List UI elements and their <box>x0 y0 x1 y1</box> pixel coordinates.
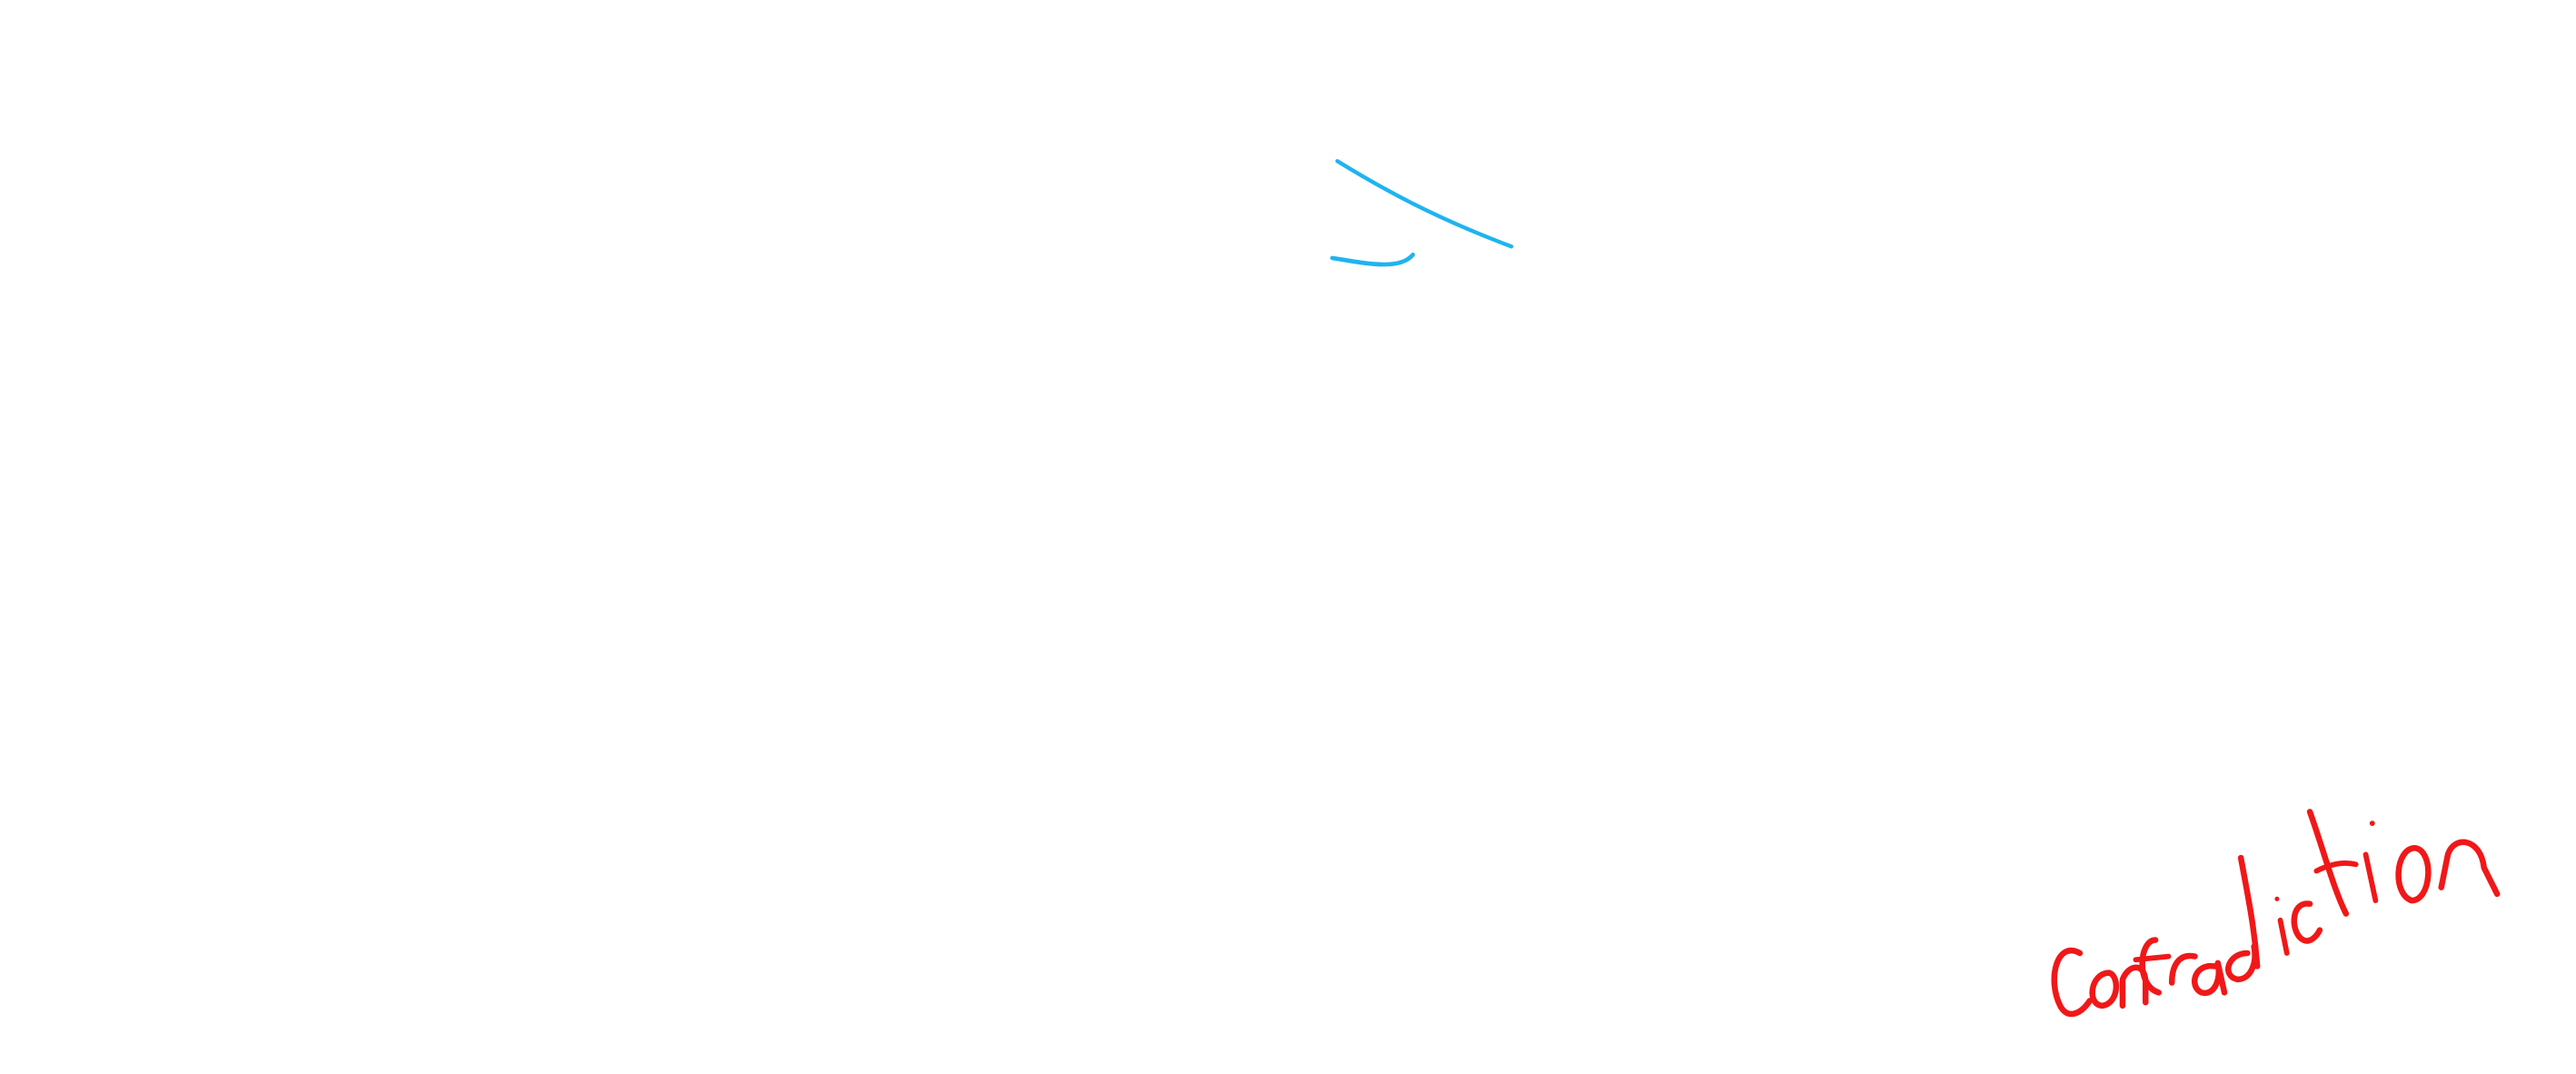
blue-stroke-upper <box>1335 159 1514 249</box>
red-handwriting <box>2051 809 2501 1018</box>
blue-stroke-lower <box>1329 252 1416 267</box>
blue-stroke <box>1329 159 1514 267</box>
